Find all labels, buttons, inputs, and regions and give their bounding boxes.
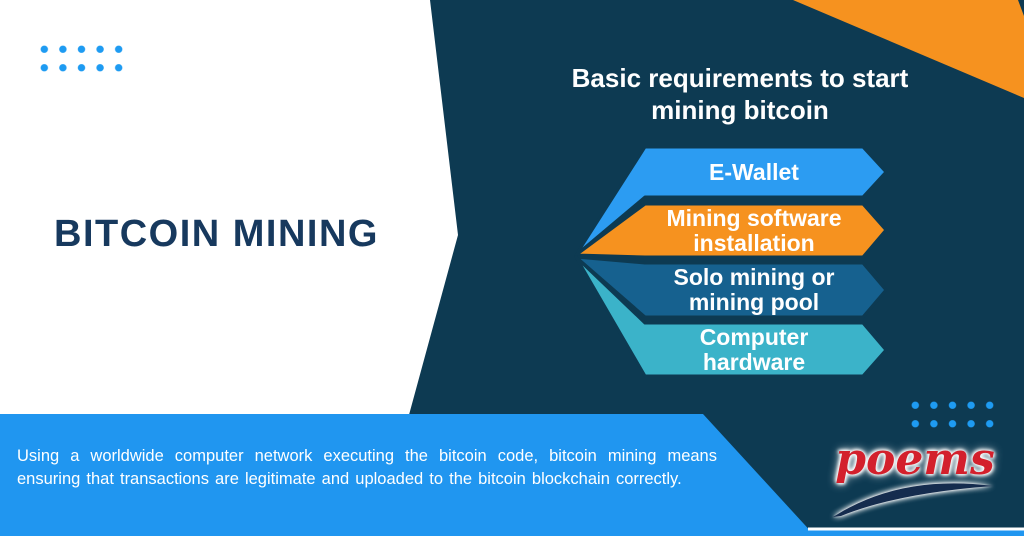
arrow-banner-ewallet bbox=[574, 145, 888, 257]
requirement-label-mining-software: Mining software installation bbox=[654, 204, 854, 257]
footer-bottom-strip bbox=[808, 530, 1024, 536]
requirement-label-computer-hardware: Computer hardware bbox=[654, 323, 854, 376]
footer-description: Using a worldwide computer network execu… bbox=[17, 447, 717, 488]
page-title: BITCOIN MINING bbox=[54, 213, 379, 255]
brand-logo-text: poems bbox=[835, 434, 995, 485]
logo-swoosh-icon bbox=[833, 483, 993, 517]
heading-line-1: Basic requirements to start bbox=[571, 63, 909, 93]
requirement-label-solo-mining: Solo mining or mining pool bbox=[654, 263, 854, 317]
requirement-label-text: Solo mining or mining pool bbox=[673, 264, 835, 315]
brand-logo: poems bbox=[820, 432, 1010, 527]
infographic-heading: Basic requirements to start mining bitco… bbox=[490, 62, 990, 126]
arrow-banner-solo-mining bbox=[574, 255, 888, 319]
corner-sliver bbox=[1018, 0, 1024, 16]
dots-pattern-bottom-right bbox=[906, 396, 999, 433]
logo-swoosh-path bbox=[833, 483, 993, 517]
dots-pattern-top-left bbox=[35, 40, 128, 77]
requirement-label-ewallet: E-Wallet bbox=[654, 147, 854, 197]
orange-corner-triangle bbox=[793, 0, 1024, 98]
requirement-label-text: Computer hardware bbox=[699, 323, 809, 375]
requirement-label-text: Mining software installation bbox=[666, 204, 842, 256]
arrow-banner-computer-hardware bbox=[574, 255, 888, 378]
footer-divider-line bbox=[808, 527, 1024, 531]
requirement-label-text: E-Wallet bbox=[709, 158, 799, 185]
heading-line-2: mining bitcoin bbox=[651, 95, 829, 125]
footer-banner bbox=[0, 414, 815, 536]
arrow-banner-mining-software bbox=[574, 202, 888, 259]
